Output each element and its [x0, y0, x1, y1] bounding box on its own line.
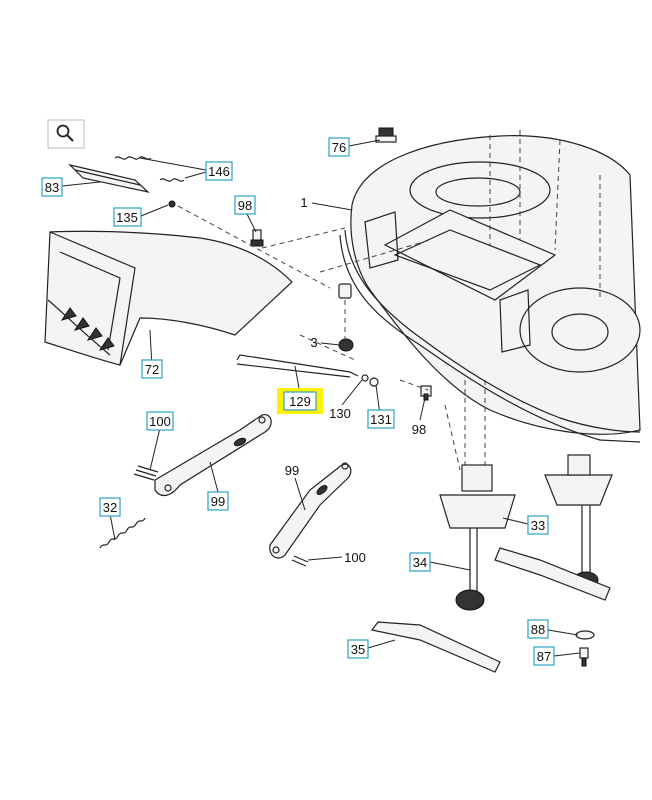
part-88-washer: [575, 630, 595, 640]
callout-1-label: 1: [300, 195, 307, 210]
callout-129-label: 129: [289, 394, 311, 409]
callout-3-label: 3: [310, 335, 317, 350]
callout-34-label: 34: [413, 555, 427, 570]
zoom-button[interactable]: [47, 119, 85, 149]
callout-146[interactable]: 146: [205, 161, 233, 181]
callout-88[interactable]: 88: [527, 619, 549, 639]
callout-135[interactable]: 135: [113, 207, 142, 227]
part-100-bolt-upper: [133, 465, 159, 481]
callout-87[interactable]: 87: [533, 646, 555, 666]
part-32-spring: [99, 517, 146, 549]
magnifier-icon: [56, 124, 74, 142]
part-35-blade-right: [494, 547, 611, 601]
callout-99-right: 99: [285, 463, 299, 478]
part-87-bolt: [579, 647, 589, 667]
callout-32-label: 32: [103, 500, 117, 515]
part-130-131-clips: [361, 374, 379, 387]
callout-83[interactable]: 83: [41, 177, 63, 197]
callout-83-label: 83: [45, 180, 59, 195]
callout-33[interactable]: 33: [527, 515, 549, 535]
callout-100-lower: 100: [344, 550, 366, 565]
part-33-spindle-left: [439, 380, 516, 611]
callout-87-label: 87: [537, 649, 551, 664]
callout-72[interactable]: 72: [141, 359, 163, 379]
callout-130-label: 130: [329, 406, 351, 421]
deflector-bracket: [68, 156, 185, 208]
part-99-arm-left: [154, 414, 272, 496]
callout-131-label: 131: [370, 412, 392, 427]
callout-131[interactable]: 131: [367, 409, 395, 429]
callout-98-left[interactable]: 98: [234, 195, 256, 215]
callout-98-right-label: 98: [412, 422, 426, 437]
discharge-chute: [44, 230, 293, 366]
callout-100-upper-label: 100: [149, 414, 171, 429]
part-98-bolt-left: [250, 229, 264, 247]
part-98-bolt-right: [420, 385, 432, 401]
leader-lines: [61, 139, 581, 657]
callout-76[interactable]: 76: [328, 137, 350, 157]
callout-32[interactable]: 32: [99, 497, 121, 517]
callout-135-label: 135: [116, 210, 138, 225]
callout-34[interactable]: 34: [409, 552, 431, 572]
callout-98-right: 98: [412, 422, 426, 437]
callout-99-left-label: 99: [211, 494, 225, 509]
part-35-blade-left: [370, 621, 501, 673]
callout-99-left[interactable]: 99: [207, 491, 229, 511]
callout-88-label: 88: [531, 622, 545, 637]
part-100-bolt-lower: [291, 555, 309, 567]
callout-100-upper[interactable]: 100: [146, 411, 174, 431]
callout-3: 3: [310, 335, 317, 350]
callout-76-label: 76: [332, 140, 346, 155]
part-76-bolt: [375, 127, 397, 143]
callout-35-label: 35: [351, 642, 365, 657]
callout-99-right-label: 99: [285, 463, 299, 478]
mower-deck: [339, 130, 641, 443]
callout-72-label: 72: [145, 362, 159, 377]
callout-100-lower-label: 100: [344, 550, 366, 565]
callout-98-left-label: 98: [238, 198, 252, 213]
callout-129-highlighted[interactable]: 129: [277, 388, 323, 414]
part-3-nut: [338, 283, 354, 352]
callout-130: 130: [329, 406, 351, 421]
callout-146-label: 146: [208, 164, 230, 179]
callout-33-label: 33: [531, 518, 545, 533]
part-129-rod: [236, 354, 359, 378]
callout-1: 1: [300, 195, 307, 210]
part-99-arm-right: [269, 462, 352, 559]
assembly-dashed-lines: [177, 205, 461, 471]
callout-35[interactable]: 35: [347, 639, 369, 659]
